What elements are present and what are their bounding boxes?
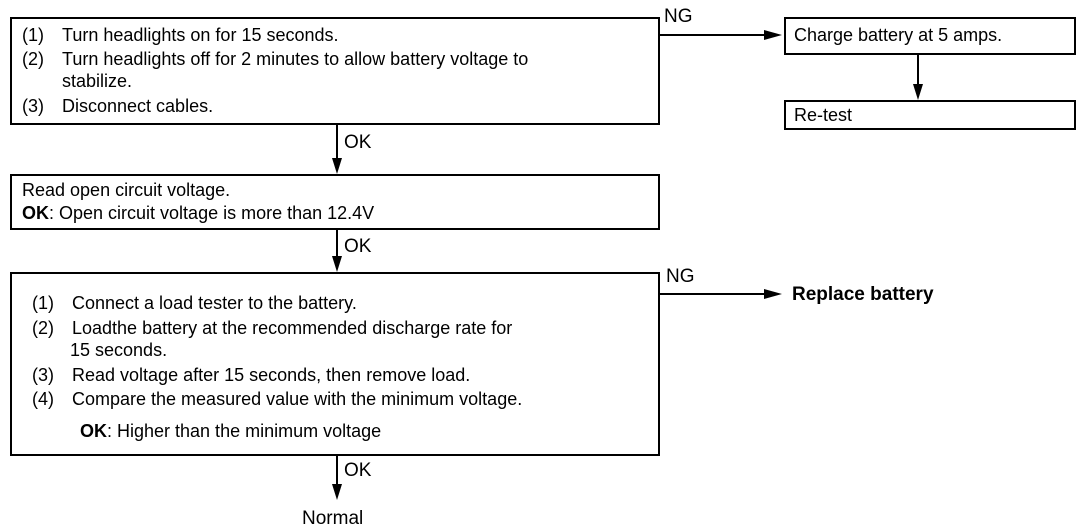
step-box-load-test: (1)Connect a load tester to the battery.… [10, 272, 660, 456]
ng-label-top: NG [664, 6, 693, 27]
box3-step-3: (3)Read voltage after 15 seconds, then r… [32, 365, 471, 385]
arrowhead-charge-retest [913, 84, 923, 100]
box2-ok-criterion: OK: Open circuit voltage is more than 12… [22, 203, 375, 223]
replace-battery-label: Replace battery [792, 284, 934, 305]
box3-step-2: (2)Loadthe battery at the recommended di… [32, 318, 513, 338]
box2-line-1: Read open circuit voltage. [22, 180, 231, 200]
box3-ok-criterion: OK: Higher than the minimum voltage [80, 421, 382, 441]
retest-box: Re-test [784, 100, 1076, 130]
box1-step-2-cont: stabilize. [62, 71, 133, 91]
arrowhead-ok-1 [332, 158, 342, 174]
box1-step-3: (3)Disconnect cables. [22, 96, 214, 116]
retest-text: Re-test [794, 105, 853, 125]
charge-battery-text: Charge battery at 5 amps. [794, 25, 1003, 45]
box3-step-1: (1)Connect a load tester to the battery. [32, 293, 357, 313]
arrowhead-ok-2 [332, 256, 342, 272]
box3-step-2-cont: 15 seconds. [70, 340, 168, 360]
ng-label-bottom: NG [666, 266, 695, 287]
arrowhead-ok-3 [332, 484, 342, 500]
box1-step-2: (2)Turn headlights off for 2 minutes to … [22, 49, 529, 69]
ok-label-1: OK [344, 132, 372, 153]
arrowhead-ng-top [764, 30, 782, 40]
ok-label-3: OK [344, 460, 372, 481]
box3-step-4: (4)Compare the measured value with the m… [32, 389, 523, 409]
box1-step-1: (1)Turn headlights on for 15 seconds. [22, 25, 339, 45]
step-box-open-circuit: Read open circuit voltage. OK: Open circ… [10, 174, 660, 230]
step-box-headlights: (1)Turn headlights on for 15 seconds. (2… [10, 17, 660, 125]
normal-label: Normal [302, 508, 364, 529]
arrowhead-ng-bottom [764, 289, 782, 299]
ok-label-2: OK [344, 236, 372, 257]
charge-battery-box: Charge battery at 5 amps. [784, 17, 1076, 55]
